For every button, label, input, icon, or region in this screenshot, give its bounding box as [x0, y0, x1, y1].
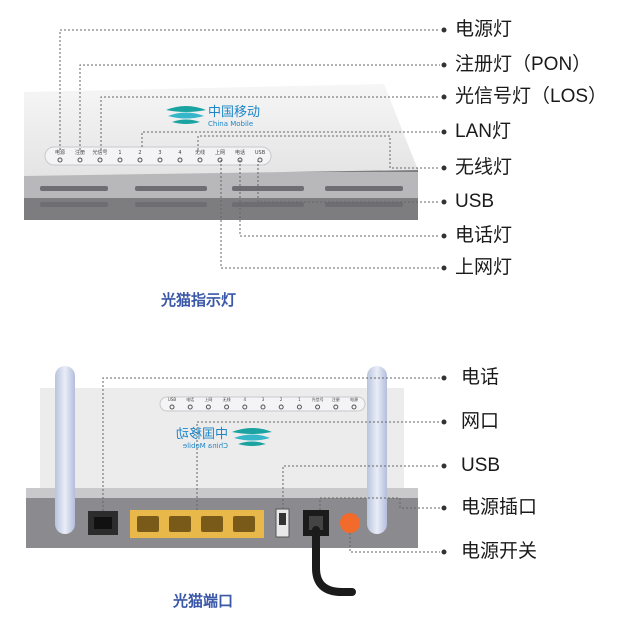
- front-panel-label-3: 1: [118, 150, 121, 156]
- front-panel-label-1: 注册: [75, 149, 85, 156]
- back-panel-label-6: 2: [280, 397, 283, 402]
- label-pon-light: 注册灯（PON）: [455, 54, 592, 75]
- back-panel-label-0: USB: [168, 397, 176, 402]
- modem-front-vents: [40, 186, 403, 207]
- china-mobile-logo: 中国移动 China Mobile: [166, 105, 260, 128]
- back-panel-indicator-10: [351, 404, 357, 410]
- brand-cn-text: 中国移动: [208, 105, 260, 120]
- phone-port-jack: [94, 517, 112, 529]
- brand-en-text-mirrored: China Mobile: [183, 442, 228, 450]
- back-panel-label-5: 3: [262, 397, 265, 402]
- front-panel-indicator-6: [177, 157, 183, 163]
- label-phone-port: 电话: [461, 367, 500, 388]
- front-panel-indicator-7: [197, 157, 203, 163]
- label-power-switch: 电源开关: [461, 541, 538, 562]
- back-panel-label-8: 光信号: [312, 396, 324, 402]
- modem-back-lip: [26, 488, 418, 500]
- label-power-light: 电源灯: [455, 19, 513, 40]
- back-panel-indicator-4: [242, 404, 248, 410]
- power-socket-inner: [309, 516, 323, 530]
- lan-ports: [137, 516, 255, 532]
- back-panel-indicator-6: [278, 404, 284, 410]
- power-cable: [312, 526, 356, 596]
- label-lan-port: 网口: [461, 411, 500, 432]
- back-panel-indicator-9: [333, 404, 339, 410]
- back-panel-label-1: 电话: [186, 396, 194, 402]
- back-panel-label-7: 1: [298, 397, 301, 402]
- back-indicator-strip: [159, 396, 366, 412]
- label-usb-port: USB: [461, 455, 501, 476]
- front-panel-label-10: USB: [255, 150, 266, 156]
- front-panel-label-4: 2: [138, 150, 141, 156]
- back-panel-label-10: 电源: [350, 396, 358, 402]
- left-antenna: [55, 366, 75, 534]
- back-panel-indicator-2: [205, 404, 211, 410]
- brand-en-text: China Mobile: [208, 120, 253, 128]
- front-panel-label-8: 上网: [215, 149, 225, 156]
- back-panel-indicator-1: [187, 404, 193, 410]
- front-panel-indicator-1: [77, 157, 83, 163]
- modem-back-view: USB 电话 上网 无线 4 3 2 1 光信号 注册 电源 中国移动 China Mobile: [26, 366, 418, 596]
- front-panel-indicator-5: [157, 157, 163, 163]
- back-panel-label-9: 注册: [332, 396, 340, 402]
- front-panel-indicator-0: [57, 157, 63, 163]
- caption-indicator-lights: 光猫指示灯: [161, 292, 237, 309]
- right-antenna: [367, 366, 387, 534]
- bottom-leader-dots: [441, 375, 447, 555]
- caption-modem-ports: 光猫端口: [173, 593, 234, 610]
- front-panel-indicator-3: [117, 157, 123, 163]
- back-panel-indicator-8: [315, 404, 321, 410]
- brand-cn-text-mirrored: 中国移动: [176, 427, 228, 442]
- power-switch: [340, 513, 360, 533]
- front-panel-label-6: 4: [178, 150, 181, 156]
- front-panel-label-5: 3: [158, 150, 161, 156]
- front-panel-indicator-2: [97, 157, 103, 163]
- front-panel-label-2: 光信号: [92, 149, 107, 156]
- back-panel-label-3: 无线: [223, 396, 231, 402]
- usb-port-inner: [279, 513, 286, 525]
- modem-front-view: 电源 注册光信号 1 2 3 4 无线 上网 电话 USB 中国移动 China Mobile: [24, 84, 418, 220]
- back-panel-indicator-5: [260, 404, 266, 410]
- label-los-light: 光信号灯（LOS）: [455, 86, 608, 107]
- back-panel-indicator-0: [169, 404, 175, 410]
- label-internet-light: 上网灯: [455, 257, 513, 278]
- label-power-socket: 电源插口: [461, 497, 538, 518]
- china-mobile-logo-mirrored: 中国移动 China Mobile: [176, 427, 272, 450]
- back-panel-indicator-3: [224, 404, 230, 410]
- front-panel-label-9: 电话: [235, 149, 245, 156]
- top-leader-lines: [59, 29, 440, 269]
- back-panel-label-4: 4: [244, 397, 247, 402]
- back-panel-label-2: 上网: [204, 396, 212, 402]
- front-panel-indicator-4: [137, 157, 143, 163]
- label-lan-light: LAN灯: [455, 121, 511, 142]
- front-panel-label-7: 无线: [195, 149, 205, 156]
- label-usb-light: USB: [455, 191, 495, 212]
- modem-back-top: [40, 388, 404, 490]
- label-phone-light: 电话灯: [455, 225, 513, 246]
- label-wireless-light: 无线灯: [455, 157, 513, 178]
- front-panel-indicator-8: [217, 157, 223, 163]
- back-indicator-labels: USB 电话 上网 无线 4 3 2 1 光信号 注册 电源: [168, 396, 358, 410]
- top-leader-dots: [441, 27, 447, 271]
- back-panel-indicator-7: [296, 404, 302, 410]
- bottom-leader-lines: [102, 377, 440, 553]
- front-panel-label-0: 电源: [55, 149, 65, 156]
